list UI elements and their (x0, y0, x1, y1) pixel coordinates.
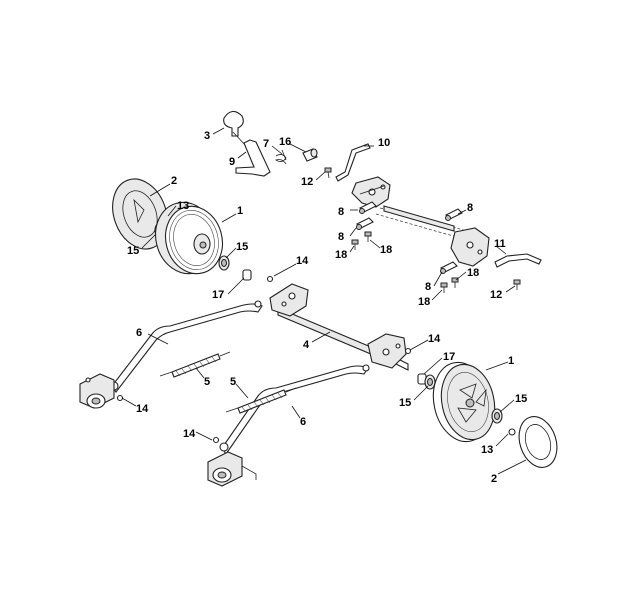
callout-2: 2 (171, 175, 177, 187)
left-front-wheel (155, 201, 223, 275)
screw-18-left-b (364, 231, 372, 242)
right-pivot-bracket (450, 227, 490, 267)
callout-13: 13 (481, 444, 493, 456)
callout-10: 10 (378, 137, 390, 149)
right-detent-rod (494, 253, 542, 268)
callout-6: 6 (136, 327, 142, 339)
axle-bracket-left (269, 283, 309, 317)
lever-knob (223, 110, 247, 147)
callout-7: 7 (263, 138, 269, 150)
callout-15: 15 (399, 397, 411, 409)
callout-14: 14 (296, 255, 309, 267)
washer-13-right (508, 428, 516, 436)
callout-18: 18 (467, 267, 479, 279)
bolt-8-upper-left (359, 201, 377, 214)
callout-13: 13 (177, 200, 189, 212)
hubcap-left (112, 178, 168, 250)
detent-rod (335, 143, 371, 182)
callout-18: 18 (418, 296, 430, 308)
screw-18-right-b (440, 282, 448, 293)
callout-8: 8 (338, 231, 344, 243)
spring-clip (275, 149, 287, 165)
callout-5: 5 (230, 376, 236, 388)
callout-2: 2 (491, 473, 497, 485)
callout-3: 3 (204, 130, 210, 142)
callout-1: 1 (237, 205, 243, 217)
bearing-15-right-outer (491, 408, 503, 424)
callout-18: 18 (380, 244, 392, 256)
bearing-15-right-inner (424, 374, 436, 390)
adjust-lever-rod (235, 139, 271, 177)
bolt-8-upper-right (445, 208, 463, 221)
washer-14-right-lower (212, 436, 220, 444)
callout-14: 14 (183, 428, 196, 440)
callout-16: 16 (279, 136, 291, 148)
screw-18-right-a (451, 277, 459, 288)
callout-17: 17 (443, 351, 455, 363)
washer-14-upper (266, 275, 274, 283)
callout-6: 6 (300, 416, 306, 428)
callout-4: 4 (303, 339, 310, 351)
callout-1: 1 (508, 355, 514, 367)
bolt-8-mid-left (356, 217, 374, 230)
callout-8: 8 (467, 202, 473, 214)
chassis-pivot-right (207, 451, 257, 487)
spring-left (159, 351, 231, 378)
callout-labels: 3 7 16 10 9 12 2 13 1 15 15 8 8 8 18 18 … (127, 130, 527, 485)
bushing (302, 148, 318, 162)
washer-14-axle (404, 347, 412, 355)
callout-5: 5 (204, 376, 210, 388)
screw-12-top (324, 167, 332, 179)
leader-lines (121, 127, 527, 475)
callout-15: 15 (127, 245, 139, 257)
cross-axle-rod (383, 205, 455, 232)
callout-12: 12 (301, 176, 313, 188)
callout-9: 9 (229, 156, 235, 168)
callout-8: 8 (425, 281, 431, 293)
washer-14-left-lower (116, 394, 124, 402)
callout-14: 14 (136, 403, 149, 415)
bearing-15-left-outer (218, 255, 230, 271)
spring-right (225, 387, 297, 414)
callout-18: 18 (335, 249, 347, 261)
callout-15: 15 (236, 241, 248, 253)
left-pivot-bracket (351, 176, 391, 208)
bolt-8-lower-right (440, 261, 458, 274)
side-arm-left (109, 300, 263, 393)
screw-18-left-a (351, 239, 359, 250)
callout-8: 8 (338, 206, 344, 218)
callout-17: 17 (212, 289, 224, 301)
spacer-17-left (242, 269, 252, 281)
chassis-pivot-left (79, 373, 115, 409)
axle-bracket-right (367, 333, 407, 369)
right-rear-wheel (432, 361, 496, 443)
callout-14: 14 (428, 333, 441, 345)
callout-11: 11 (494, 238, 506, 250)
hubcap-right (518, 416, 558, 468)
callout-15: 15 (515, 393, 527, 405)
callout-12: 12 (490, 289, 502, 301)
screw-12-right (513, 279, 521, 290)
